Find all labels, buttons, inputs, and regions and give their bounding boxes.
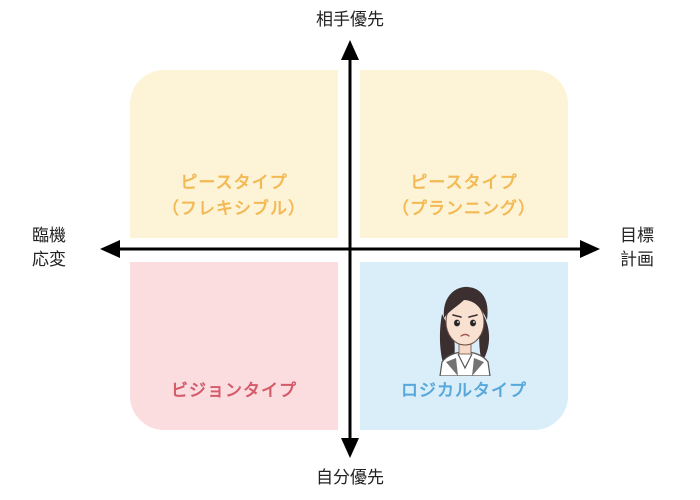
axis-label-top: 相手優先 [316, 10, 384, 30]
axis-label-right: 目標 計画 [620, 224, 672, 272]
axis-label-right-line1: 目標 [620, 226, 654, 246]
arrow-right-icon [580, 240, 600, 258]
quadrant-top-right-line2: （プランニング） [392, 199, 536, 219]
arrow-up-icon [341, 40, 359, 60]
quadrant-top-left-line2: （フレキシブル） [162, 199, 306, 219]
quadrant-top-right-line1: ピースタイプ [410, 173, 518, 193]
woman-avatar-illustration [439, 286, 491, 376]
axis-label-left: 臨機 応変 [32, 224, 84, 272]
quadrant-top-left-label: ピースタイプ （フレキシブル） [130, 170, 338, 222]
axis-label-right-line2: 計画 [620, 250, 654, 270]
quadrant-bottom-left: ビジョンタイプ [130, 262, 338, 430]
axis-label-left-line1: 臨機 [32, 226, 66, 246]
axis-label-left-line2: 応変 [32, 250, 66, 270]
quadrant-top-right-label: ピースタイプ （プランニング） [360, 170, 568, 222]
quadrant-top-right: ピースタイプ （プランニング） [360, 70, 568, 238]
quadrant-bottom-right-label: ロジカルタイプ [401, 381, 527, 401]
quadrant-top-left-line1: ピースタイプ [180, 173, 288, 193]
quadrant-bottom-left-label: ビジョンタイプ [171, 381, 297, 401]
arrow-left-icon [100, 240, 120, 258]
axis-label-bottom: 自分優先 [316, 468, 384, 488]
quadrant-top-left: ピースタイプ （フレキシブル） [130, 70, 338, 238]
arrow-down-icon [341, 438, 359, 458]
